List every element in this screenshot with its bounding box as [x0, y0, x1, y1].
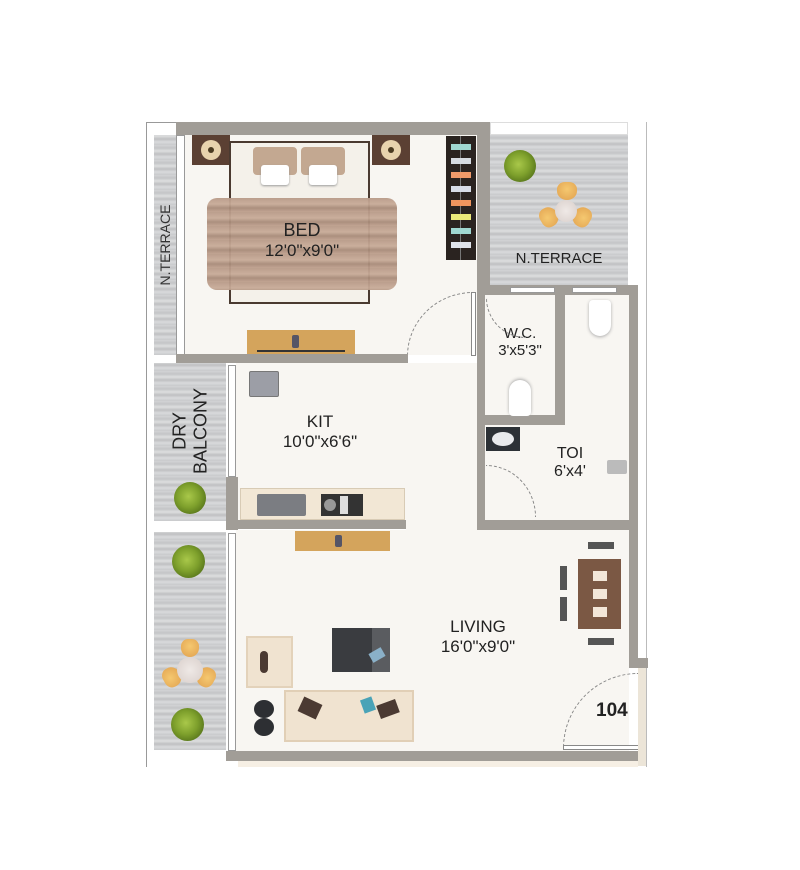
bedroom-door [471, 292, 476, 356]
living-balcony-chair-1 [181, 639, 199, 657]
kitchen-counter-wall [236, 520, 406, 529]
kitchen-appliance [249, 371, 279, 397]
top-terrace-chair-1 [557, 182, 577, 200]
wc-name: W.C. [503, 325, 537, 342]
living-right-wall [629, 525, 638, 665]
dry-balcony-line1: DRY [169, 412, 190, 450]
outline-left [146, 122, 147, 767]
dining-chair-bottom [588, 638, 614, 645]
sink-icon [257, 494, 306, 516]
bedroom-top-wall [176, 122, 490, 135]
wc-size: 3'x5'3" [498, 342, 542, 360]
bed-room-name: BED [283, 220, 321, 240]
living-balcony-plant-top [172, 545, 205, 578]
coffee-table [332, 628, 390, 672]
bed-room-size: 12'0"x9'0" [264, 240, 340, 260]
top-terrace-table [555, 200, 577, 222]
toi-right-wall [629, 285, 638, 525]
left-terrace-name: N.TERRACE [157, 204, 173, 286]
shower-fixture [607, 460, 627, 474]
living-floor-upper [406, 363, 477, 530]
dining-chair-top [588, 542, 614, 549]
bedroom-right-wall [477, 122, 490, 297]
top-terrace-plant-icon [504, 150, 536, 182]
living-window [228, 533, 236, 751]
dry-balcony-plant [174, 482, 206, 514]
outline-top [146, 122, 176, 123]
living-balcony-plant-bottom [171, 708, 204, 741]
kitchen-size: 10'0"x6'6" [282, 431, 358, 451]
dining-table [578, 559, 621, 629]
speaker [254, 700, 274, 736]
living-name: LIVING [450, 617, 506, 636]
nightstand-right [372, 135, 410, 165]
toi-bottom-wall [477, 520, 638, 530]
nightstand-left [192, 135, 230, 165]
unit-number: 104 [596, 700, 628, 721]
top-terrace-label: N.TERRACE [515, 250, 603, 267]
wc-bottom-wall [485, 415, 565, 425]
cooktop-icon [321, 494, 363, 516]
living-size: 16'0"x9'0" [440, 636, 516, 656]
toi-size: 6'x4' [554, 463, 586, 481]
kitchen-window [228, 365, 236, 477]
toi-toilet [589, 300, 611, 336]
armchair [246, 636, 293, 688]
top-terrace-railing [490, 122, 628, 135]
corridor-strip [238, 761, 638, 767]
kitchen-name: KIT [306, 412, 334, 431]
left-terrace-label: N.TERRACE [154, 135, 176, 355]
tv-console [295, 531, 390, 551]
wardrobe [446, 136, 476, 260]
wc-vent [510, 287, 555, 293]
dining-chair-left-2 [560, 597, 567, 621]
living-balcony-table [177, 657, 203, 683]
living-label: LIVING 16'0"x9'0" [418, 617, 538, 656]
bedroom-bottom-wall [176, 354, 408, 363]
bedroom-console [247, 330, 355, 354]
toi-vent [572, 287, 617, 293]
washbasin [486, 427, 520, 451]
kitchen-left-wall [226, 477, 238, 530]
sofa [284, 690, 414, 742]
wc-right-wall [555, 295, 565, 425]
bedroom-window [176, 135, 185, 355]
living-bottom-wall [226, 751, 638, 761]
toi-left-wall [477, 295, 485, 525]
left-terrace [154, 135, 176, 355]
bedspread [207, 198, 397, 290]
wc-label: W.C. 3'x5'3" [485, 325, 555, 360]
wc-top-wall [477, 285, 637, 295]
kitchen-label: KIT 10'0"x6'6" [250, 412, 390, 451]
outline-right [646, 122, 647, 767]
bed-room-label: BED 12'0"x9'0" [207, 220, 397, 260]
toi-label: TOI 6'x4' [530, 445, 610, 482]
living-right-wall-jog [629, 658, 648, 668]
dining-chair-left-1 [560, 566, 567, 590]
toi-name: TOI [556, 445, 584, 462]
wc-toilet [509, 380, 531, 416]
dry-balcony-line2: BALCONY [190, 387, 210, 474]
corridor-edge [638, 668, 646, 766]
entrance-door [563, 745, 640, 750]
kitchen-counter [240, 488, 405, 520]
